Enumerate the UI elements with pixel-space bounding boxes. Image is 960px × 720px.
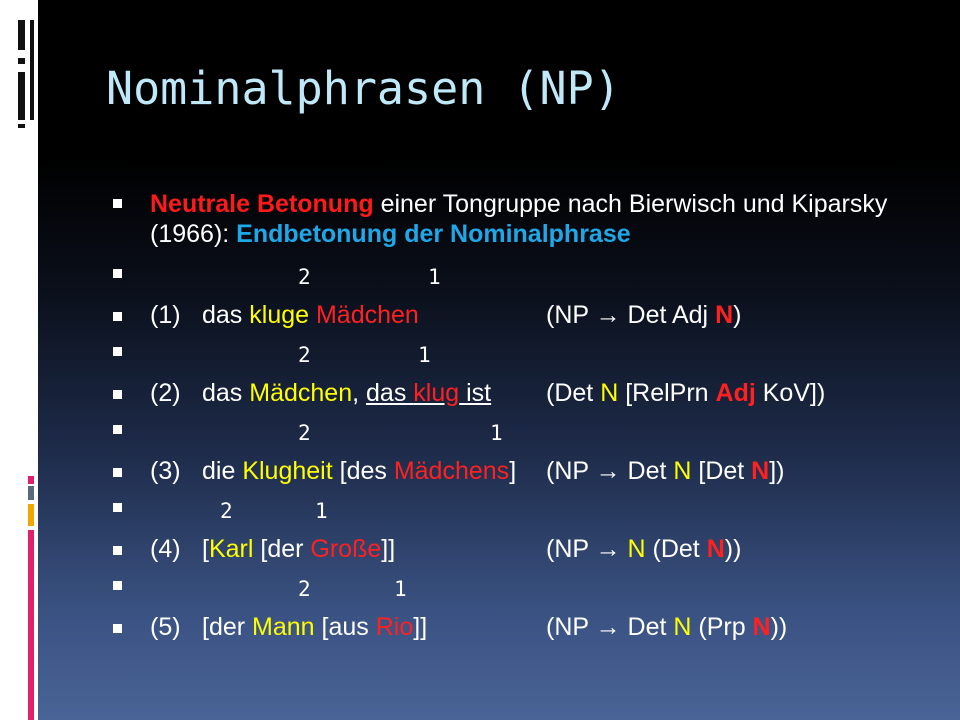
example-phrase: [Karl [der Große]] (202, 535, 396, 563)
example-number: (1) (150, 301, 181, 329)
deco-bar (18, 58, 25, 64)
example-phrase: das Mädchen, das klug ist (202, 379, 492, 407)
bullet-marker (113, 199, 122, 208)
bullet-marker (113, 546, 122, 555)
example-phrase: die Klugheit [des Mädchens] (202, 457, 517, 485)
deco-bar (18, 20, 25, 50)
stress-number: 2 (298, 265, 311, 289)
arrow-icon: → (595, 301, 621, 329)
bullet-text: Neutrale Betonung einer Tongruppe nach B… (150, 189, 890, 249)
stress-row: 2 1 (110, 343, 910, 383)
example-5: (5) [der Mann [aus Rio]] (NP → Det N (Pr… (110, 613, 910, 657)
bullet-marker (113, 347, 122, 356)
bullet-list: Neutrale Betonung einer Tongruppe nach B… (110, 189, 910, 657)
example-number: (3) (150, 457, 181, 485)
stress-number: 2 (298, 343, 311, 367)
deco-bar (18, 124, 25, 128)
example-phrase: das kluge Mädchen (202, 301, 419, 329)
stress-row: 2 1 (110, 577, 910, 617)
text: einer Tongruppe nach Bierwisch und Kipar… (150, 190, 888, 248)
example-4: (4) [Karl [der Große]] (NP → N (Det N)) (110, 535, 910, 579)
deco-bar (28, 504, 34, 526)
bullet-marker (113, 624, 122, 633)
example-number: (4) (150, 535, 181, 563)
arrow-icon: → (595, 457, 621, 485)
stress-number: 2 (220, 499, 233, 523)
stress-number: 1 (490, 421, 503, 445)
bullet-marker (113, 390, 122, 399)
deco-bar (28, 476, 34, 484)
stress-number: 2 (298, 421, 311, 445)
arrow-icon: → (595, 613, 621, 641)
bullet-marker (113, 581, 122, 590)
example-rule: (NP → Det Adj N) (546, 301, 742, 329)
example-number: (5) (150, 613, 181, 641)
term: Neutrale Betonung (150, 190, 374, 218)
slide-title: Nominalphrasen (NP) (106, 62, 621, 115)
stress-number: 1 (315, 499, 328, 523)
highlight: Endbetonung der Nominalphrase (236, 220, 631, 248)
slide-background (38, 0, 960, 720)
deco-bar (18, 72, 25, 120)
example-number: (2) (150, 379, 181, 407)
example-rule: (NP → Det N (Prp N)) (546, 613, 788, 641)
bullet-marker (113, 312, 122, 321)
stress-number: 1 (418, 343, 431, 367)
bullet-marker (113, 468, 122, 477)
bullet-marker (113, 269, 122, 278)
stress-number: 1 (394, 577, 407, 601)
example-3: (3) die Klugheit [des Mädchens] (NP → De… (110, 457, 910, 501)
deco-bar (30, 20, 34, 120)
deco-bar (28, 530, 34, 720)
bullet-intro: Neutrale Betonung einer Tongruppe nach B… (110, 189, 910, 267)
example-rule: (NP → Det N [Det N]) (546, 457, 785, 485)
deco-bar (28, 486, 34, 500)
example-2: (2) das Mädchen, das klug ist (Det N [Re… (110, 379, 910, 423)
example-rule: (NP → N (Det N)) (546, 535, 742, 563)
stress-number: 1 (428, 265, 441, 289)
stress-number: 2 (298, 577, 311, 601)
stress-row: 2 1 (110, 499, 910, 539)
example-phrase: [der Mann [aus Rio]] (202, 613, 428, 641)
stress-row: 2 1 (110, 265, 910, 305)
bullet-marker (113, 503, 122, 512)
example-1: (1) das kluge Mädchen (NP → Det Adj N) (110, 301, 910, 345)
bullet-marker (113, 425, 122, 434)
example-rule: (Det N [RelPrn Adj KoV]) (546, 379, 826, 407)
stress-row: 2 1 (110, 421, 910, 461)
arrow-icon: → (595, 535, 621, 563)
